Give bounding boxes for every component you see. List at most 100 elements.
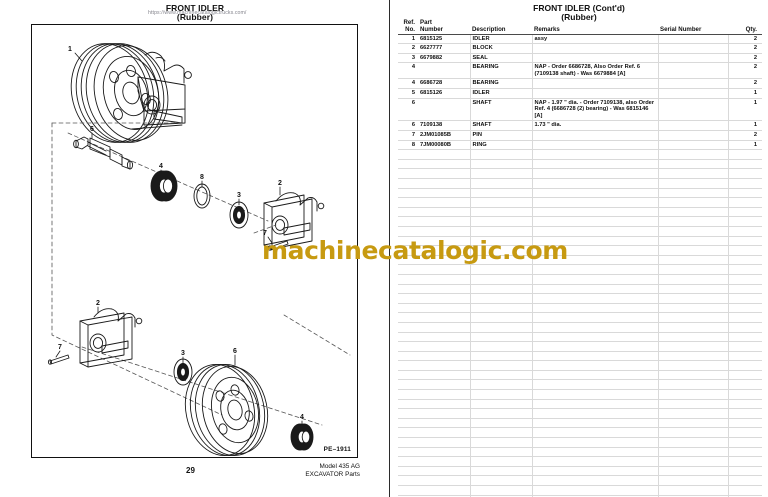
cell-ref bbox=[398, 408, 418, 419]
cell-ref: 6 bbox=[398, 98, 418, 122]
cell-qty: 2 bbox=[728, 43, 762, 54]
table-row bbox=[398, 216, 762, 227]
cell-remarks bbox=[532, 264, 659, 275]
cell-ref: 4 bbox=[398, 78, 418, 90]
cell-part-number bbox=[418, 303, 471, 314]
callout-numbers: 1 6 4 8 3 2 7 2 7 3 6 4 bbox=[58, 46, 304, 421]
cell-ref bbox=[398, 159, 418, 170]
cell-remarks bbox=[532, 197, 659, 208]
cell-remarks bbox=[532, 188, 659, 199]
cell-remarks bbox=[532, 293, 659, 304]
cell-ref bbox=[398, 188, 418, 199]
cell-part-number bbox=[418, 399, 471, 410]
cell-qty bbox=[728, 168, 762, 179]
cell-qty bbox=[728, 226, 762, 237]
col-header-part: Part Number bbox=[418, 18, 470, 35]
cell-ref bbox=[398, 312, 418, 323]
cell-description bbox=[470, 197, 533, 208]
cell-qty bbox=[728, 149, 762, 160]
cell-part-number bbox=[418, 178, 471, 189]
table-row bbox=[398, 236, 762, 247]
callout-1 bbox=[74, 52, 83, 62]
cell-qty bbox=[728, 188, 762, 199]
table-row bbox=[398, 255, 762, 266]
cell-part-number bbox=[418, 379, 471, 391]
cell-serial-number bbox=[658, 485, 729, 496]
cell-qty bbox=[728, 408, 762, 419]
cell-part-number bbox=[418, 466, 471, 477]
cell-serial-number bbox=[658, 274, 729, 285]
cell-qty bbox=[728, 389, 762, 400]
cell-remarks bbox=[532, 159, 659, 170]
cell-part-number bbox=[418, 427, 471, 439]
table-row bbox=[398, 389, 762, 400]
cell-qty bbox=[728, 178, 762, 189]
table-row bbox=[398, 168, 762, 179]
cell-description bbox=[470, 360, 533, 371]
table-row bbox=[398, 312, 762, 323]
cell-part-number bbox=[418, 236, 471, 247]
page-divider bbox=[389, 0, 391, 497]
cell-part-number bbox=[418, 475, 471, 486]
cell-part-number: 7109138 bbox=[418, 120, 471, 132]
cell-ref bbox=[398, 351, 418, 362]
cell-part-number bbox=[418, 312, 471, 323]
table-row bbox=[398, 178, 762, 189]
svg-text:8: 8 bbox=[200, 174, 204, 181]
cell-part-number bbox=[418, 341, 471, 352]
cell-part-number bbox=[418, 437, 471, 448]
table-row bbox=[398, 245, 762, 256]
bearing-lower bbox=[290, 423, 314, 451]
svg-text:4: 4 bbox=[300, 414, 304, 421]
svg-text:6: 6 bbox=[233, 348, 237, 355]
cell-remarks bbox=[532, 149, 659, 160]
ring-upper bbox=[193, 183, 211, 209]
cell-part-number: 6627777 bbox=[418, 43, 471, 54]
cell-ref bbox=[398, 149, 418, 160]
cell-part-number bbox=[418, 456, 471, 467]
svg-text:7: 7 bbox=[263, 230, 267, 237]
cell-serial-number bbox=[658, 197, 729, 208]
cell-description bbox=[470, 188, 533, 199]
cell-remarks bbox=[532, 447, 659, 458]
cell-description bbox=[470, 274, 533, 285]
col-header-part-line2: Number bbox=[420, 25, 444, 33]
left-model-line1: Model 435 AG bbox=[319, 463, 361, 470]
cell-part-number bbox=[418, 418, 471, 429]
idler-wheel-top bbox=[70, 43, 192, 143]
cell-qty bbox=[728, 303, 762, 314]
cell-description bbox=[470, 437, 533, 448]
cell-description bbox=[470, 332, 533, 343]
left-page-title-line1: FRONT IDLER bbox=[165, 3, 225, 13]
table-row bbox=[398, 284, 762, 295]
cell-remarks: 1.73 " dia. bbox=[532, 120, 659, 132]
svg-text:2: 2 bbox=[96, 300, 100, 307]
table-row bbox=[398, 159, 762, 170]
cell-description bbox=[470, 293, 533, 304]
cell-part-number bbox=[418, 447, 471, 458]
cell-description: BLOCK bbox=[470, 43, 533, 54]
cell-qty bbox=[728, 332, 762, 343]
cell-ref: 6 bbox=[398, 120, 418, 132]
cell-ref bbox=[398, 495, 418, 497]
cell-description bbox=[470, 485, 533, 496]
col-header-qty: Qty. bbox=[728, 18, 762, 35]
table-row bbox=[398, 341, 762, 352]
cell-description bbox=[470, 284, 533, 295]
cell-description: IDLER bbox=[470, 88, 533, 99]
cell-qty bbox=[728, 284, 762, 295]
cell-qty: 2 bbox=[728, 62, 762, 80]
cell-ref bbox=[398, 389, 418, 400]
cell-remarks bbox=[532, 418, 659, 429]
cell-description bbox=[470, 236, 533, 247]
cell-qty: 2 bbox=[728, 53, 762, 64]
cell-qty bbox=[728, 274, 762, 285]
cell-ref bbox=[398, 418, 418, 429]
cell-part-number bbox=[418, 284, 471, 295]
cell-qty bbox=[728, 293, 762, 304]
